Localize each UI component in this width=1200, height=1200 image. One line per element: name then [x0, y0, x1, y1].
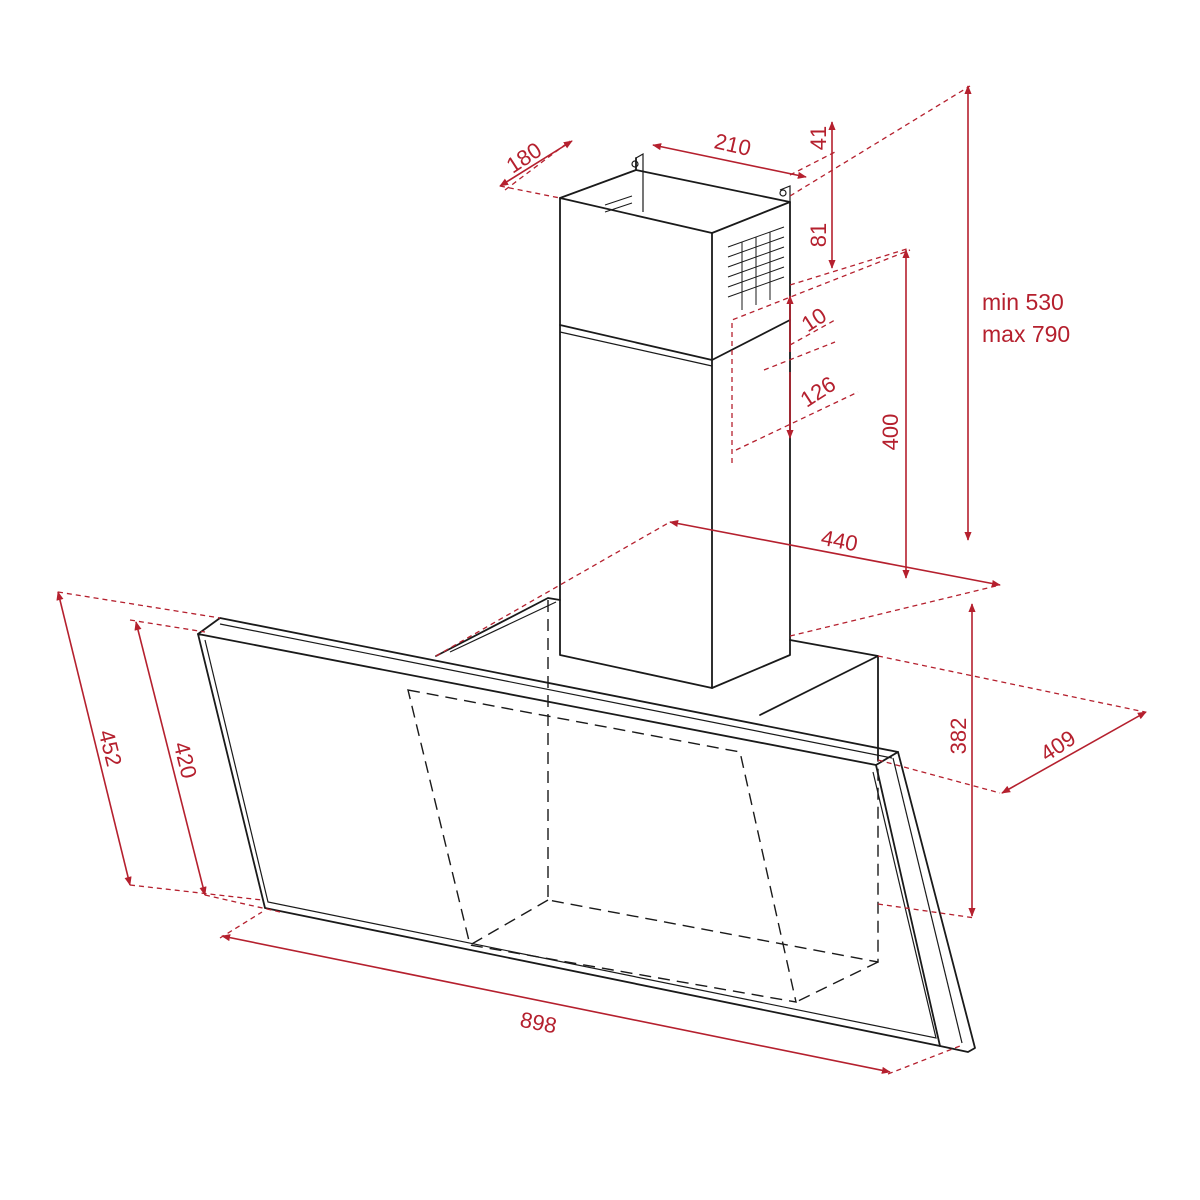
dim-vent-height: 81	[806, 223, 831, 247]
dim-body-height: 382	[946, 718, 971, 755]
extension-lines	[57, 85, 1146, 1075]
hidden-outlines	[407, 600, 879, 1003]
dim-top-offset: 41	[806, 126, 831, 150]
dim-chimney-width: 210	[712, 128, 753, 161]
dim-total-height-min: min 530	[982, 289, 1064, 315]
vent-slots	[604, 160, 787, 310]
dim-outlet-offset: 126	[796, 371, 840, 412]
chimney	[559, 152, 791, 689]
dim-vent-gap: 10	[797, 303, 831, 337]
dim-total-height-max: max 790	[982, 321, 1070, 347]
dim-chimney-depth: 180	[502, 137, 546, 178]
dim-hood-width: 898	[518, 1007, 559, 1039]
dimension-lines	[56, 85, 1147, 1074]
dimension-labels: 180 210 41 81 10 126 400 min 530 max 790…	[94, 126, 1080, 1039]
dim-glass-height-inner: 420	[169, 739, 202, 781]
dim-glass-height-outer: 452	[94, 727, 127, 769]
hood-body	[197, 597, 976, 1053]
dim-lower-chimney-height: 400	[878, 414, 903, 451]
dim-hood-depth: 409	[1036, 725, 1080, 766]
